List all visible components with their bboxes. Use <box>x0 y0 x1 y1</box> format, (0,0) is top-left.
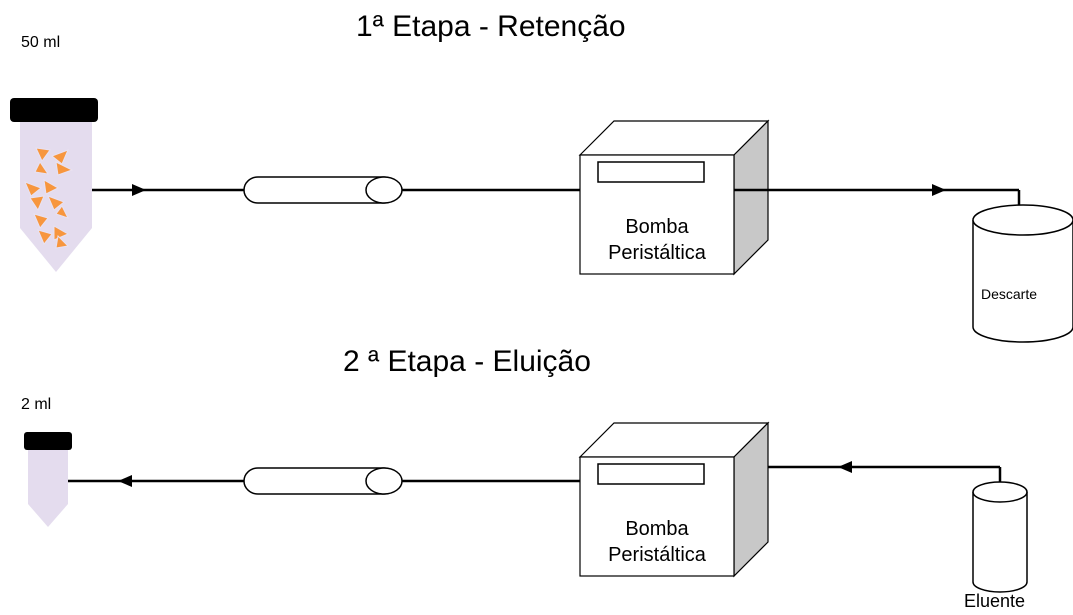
volume-label-stage1: 50 ml <box>21 34 61 51</box>
arrow-stage2-a <box>118 475 132 487</box>
waste-label: Descarte <box>981 286 1038 302</box>
pump-stage2 <box>578 421 770 578</box>
volume-label-stage2: 2 ml <box>21 396 52 413</box>
pump2-label-line1: Bomba <box>625 518 689 540</box>
column-stage1 <box>243 176 403 204</box>
arrow-stage1-a <box>132 184 146 196</box>
eluent-container <box>972 481 1028 593</box>
column-stage2 <box>243 467 403 495</box>
pump1-label-line1: Bomba <box>625 216 689 238</box>
stage2-title: 2 ª Etapa - Eluição <box>343 345 591 378</box>
pump-stage1 <box>578 119 770 276</box>
waste-container <box>972 204 1073 343</box>
particles <box>24 147 74 249</box>
pump1-label-line2: Peristáltica <box>608 242 706 264</box>
collection-tube-2ml <box>24 432 72 527</box>
pump2-label-line2: Peristáltica <box>608 544 706 566</box>
sample-tube-50ml <box>10 98 98 272</box>
stage1-title: 1ª Etapa - Retenção <box>356 10 626 43</box>
eluent-label: Eluente <box>964 591 1026 611</box>
arrow-stage2-b <box>838 461 852 473</box>
arrow-stage1-b <box>932 184 946 196</box>
